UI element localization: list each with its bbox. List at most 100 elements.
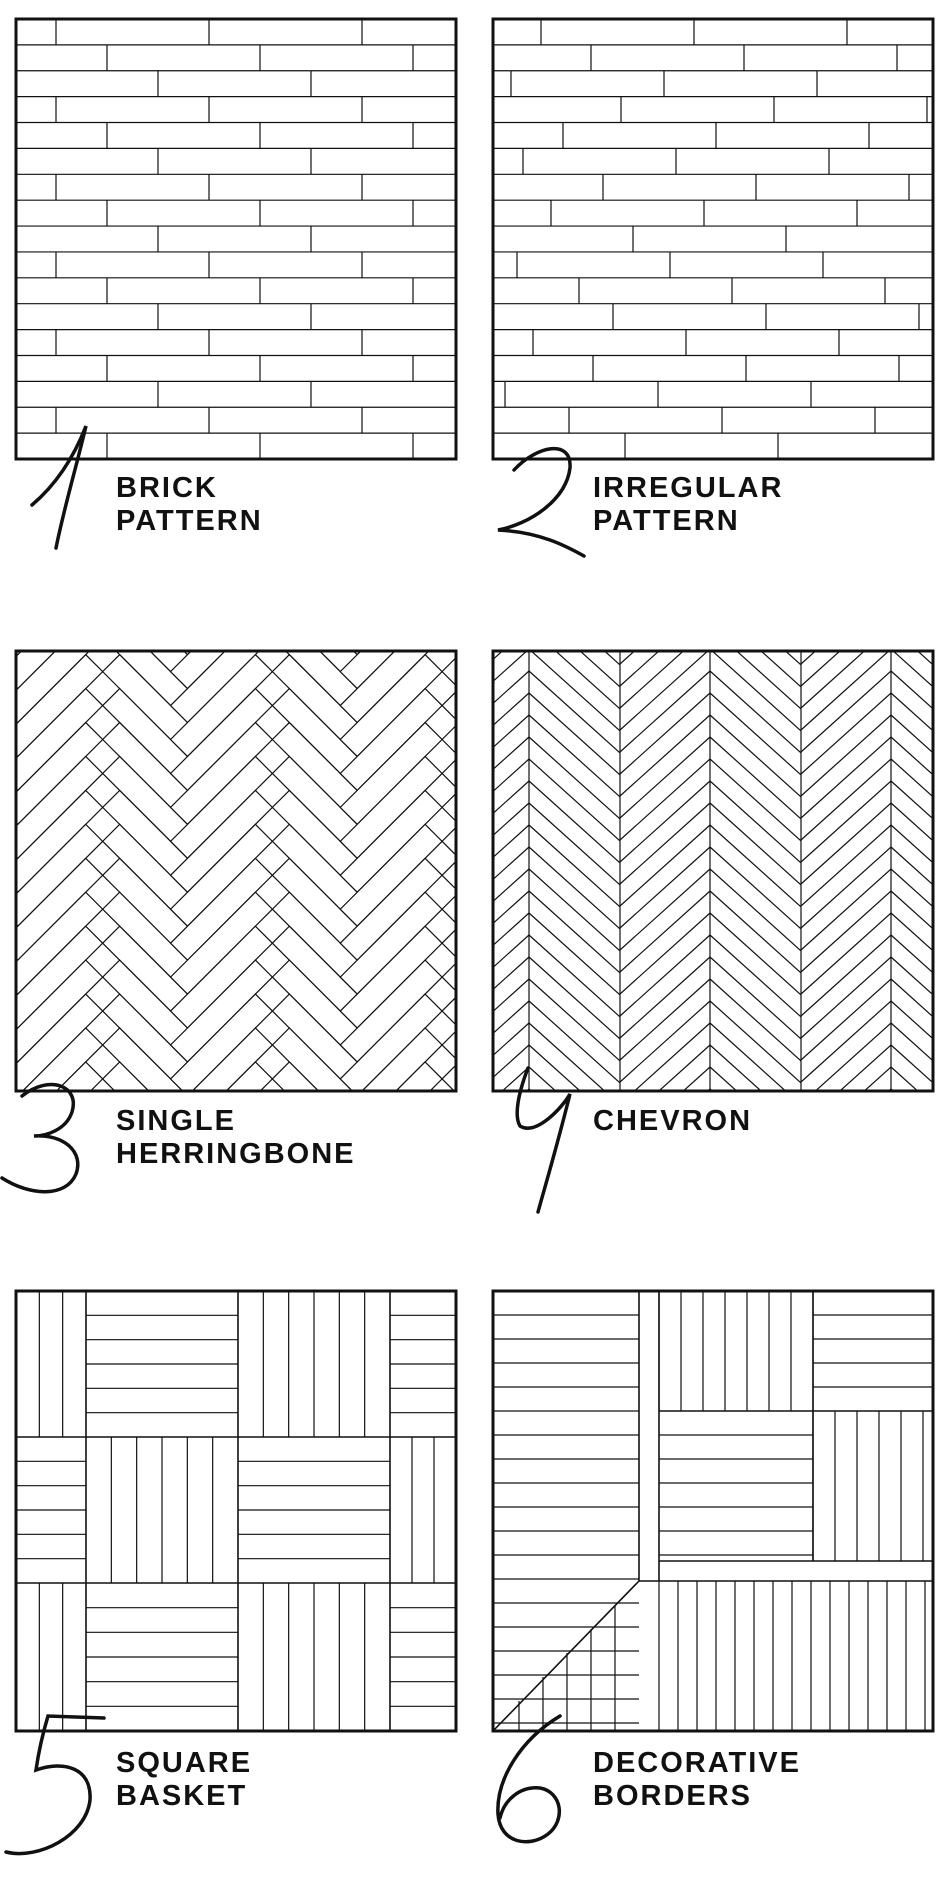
- herringbone-plank: [352, 651, 362, 656]
- chevron-plank-joint: [619, 758, 711, 841]
- chevron-plank-joint: [890, 1022, 933, 1062]
- chevron-plank-joint: [619, 651, 660, 687]
- chevron-plank-joint: [619, 978, 711, 1061]
- chevron-plank-joint: [801, 473, 891, 554]
- chevron-plank-joint: [525, 1088, 530, 1091]
- label-brick-line-2: PATTERN: [116, 505, 263, 537]
- herringbone-plank: [340, 1130, 442, 1232]
- chevron-plank-joint: [528, 1044, 582, 1091]
- herringbone-plank: [272, 1198, 374, 1300]
- chevron-plank-joint: [619, 890, 711, 973]
- pattern-herringbone: SINGLE HERRINGBONE: [0, 451, 458, 1368]
- herringbone-plank: [183, 651, 193, 656]
- chevron-plank-joint: [735, 651, 802, 710]
- chevron-plank-joint: [528, 1022, 606, 1091]
- herringbone-plank: [441, 656, 456, 687]
- chevron-plank-joint: [709, 846, 802, 930]
- herringbone-plank: [339, 993, 443, 1091]
- chevron-plank-joint: [528, 846, 621, 930]
- herringbone-plank: [101, 1027, 184, 1091]
- herringbone-plank: [191, 1027, 274, 1091]
- chevron-plank-joint: [891, 495, 933, 533]
- chevron-plank-joint: [800, 890, 892, 973]
- herringbone-plank: [340, 1198, 442, 1300]
- chevron-plank-joint: [528, 868, 621, 952]
- chevron-plank-joint: [528, 670, 621, 754]
- label-irregular: IRREGULAR PATTERN: [593, 472, 793, 537]
- chevron-plank-joint: [709, 912, 802, 996]
- herringbone-plank: [55, 1061, 104, 1091]
- herringbone-plank: [1, 1164, 103, 1266]
- chevron-plank-joint: [709, 1022, 787, 1091]
- herringbone-plank: [272, 519, 374, 621]
- herringbone-plank: [441, 1064, 456, 1091]
- herringbone-plank: [441, 792, 456, 823]
- herringbone-plank: [0, 451, 35, 553]
- chevron-plank-joint: [682, 1066, 711, 1091]
- herringbone-plank: [340, 1164, 442, 1266]
- chevron-plank-joint: [890, 912, 933, 952]
- chevron-plank-joint: [493, 1000, 530, 1034]
- chevron-plank-joint: [800, 912, 892, 995]
- chevron-plank-joint: [890, 1088, 895, 1091]
- chevron-plank-joint: [800, 956, 892, 1039]
- label-herringbone: SINGLE HERRINGBONE: [116, 1105, 356, 1170]
- chevron-plank-joint: [619, 736, 711, 819]
- pattern-brick: BRICK PATTERN: [14, 17, 458, 550]
- herringbone-plank: [272, 451, 374, 553]
- herringbone-plank: [21, 1027, 104, 1091]
- chevron-plank-joint: [530, 651, 621, 732]
- label-borders: DECORATIVE BORDERS: [593, 1747, 811, 1812]
- chevron-plank-joint: [493, 651, 504, 660]
- chevron-plank-joint: [528, 934, 621, 1018]
- chevron-plank-joint: [891, 605, 933, 643]
- herringbone-plank: [183, 651, 193, 656]
- chevron-plank-joint: [890, 736, 933, 776]
- chevron-plank-joint: [493, 868, 530, 902]
- herringbone-plank: [0, 1096, 35, 1198]
- chevron-plank-joint: [709, 1000, 802, 1084]
- chevron-plank-joint: [800, 934, 892, 1017]
- herringbone-plank: [361, 1027, 443, 1091]
- herringbone-plank: [171, 1164, 273, 1266]
- chevron-plank-joint: [890, 1044, 933, 1084]
- chevron-plank-joint: [528, 758, 621, 842]
- chevron-plank-joint: [709, 1044, 763, 1091]
- herringbone-plank: [16, 651, 23, 656]
- chevron-plank-joint: [528, 890, 621, 974]
- chevron-plank-joint: [800, 714, 892, 797]
- chevron-plank-joint: [619, 802, 711, 885]
- chevron-plank-joint: [891, 561, 933, 599]
- chevron-plank-joint: [891, 583, 933, 621]
- herringbone-plank: [169, 993, 274, 1091]
- label-brick-line-1: BRICK: [116, 472, 218, 504]
- chevron-plank-joint: [493, 802, 530, 836]
- numeral-6-icon: [496, 1714, 562, 1844]
- chevron-plank-joint: [619, 692, 711, 775]
- chevron-plank-joint: [620, 561, 710, 642]
- chevron-plank-joint: [493, 890, 530, 924]
- chevron-plank-joint: [890, 692, 933, 732]
- basket-tiles: [15, 1290, 456, 1731]
- chevron-plank-joint: [710, 539, 801, 621]
- chevron-plank-joint: [528, 714, 621, 798]
- pattern-borders: DECORATIVE BORDERS: [491, 1289, 935, 1844]
- chevron-frame: [491, 649, 935, 1093]
- chevron-plank-joint: [709, 692, 802, 776]
- chevron-plank-joint: [709, 956, 802, 1040]
- herringbone-plank: [352, 651, 362, 656]
- chevron-plank-joint: [709, 934, 802, 1018]
- herringbone-plank: [0, 519, 35, 621]
- herringbone-plank: [103, 1266, 205, 1368]
- herringbone-plank: [395, 1061, 443, 1091]
- chevron-plank-joint: [619, 846, 711, 929]
- herringbone-plank: [441, 860, 456, 891]
- herringbone-plank: [271, 1061, 320, 1091]
- chevron-plank-joint: [711, 651, 802, 732]
- chevron-plank-joint: [709, 868, 802, 952]
- chevron-plank-joint: [619, 670, 711, 753]
- numeral-4-icon: [515, 1066, 572, 1214]
- herringbone-plank: [272, 1232, 374, 1334]
- chevron-plank-joint: [801, 561, 891, 642]
